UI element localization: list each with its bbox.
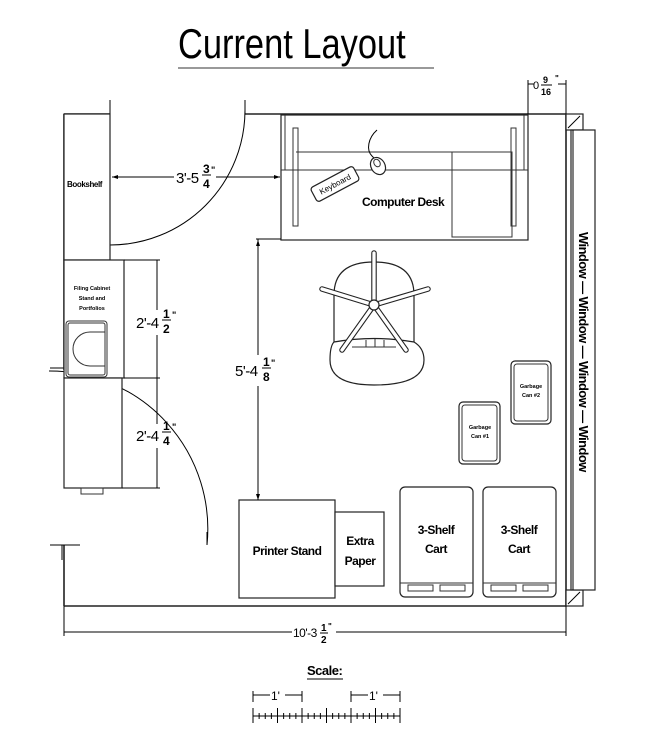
svg-text:2'-4: 2'-4 <box>136 428 159 445</box>
scale-label: Scale: <box>307 663 342 678</box>
svg-text:16: 16 <box>541 87 551 97</box>
cart-1: 3-Shelf Cart <box>399 486 474 598</box>
cart-1-label-1: 3-Shelf <box>418 523 456 537</box>
garbage-can-2: Garbage Can #2 <box>510 360 552 425</box>
svg-text:8: 8 <box>263 370 270 384</box>
door-swing-top <box>109 109 246 246</box>
cart-2-label-2: Cart <box>508 542 531 556</box>
svg-text:1: 1 <box>321 623 327 634</box>
scale-segment-label-2: 1' <box>369 689 378 703</box>
svg-text:4: 4 <box>203 177 210 191</box>
dim-desk-clearance: 3'-5 3 4 " <box>112 162 280 191</box>
svg-text:0: 0 <box>533 80 539 92</box>
svg-text:5'-4: 5'-4 <box>235 363 258 380</box>
svg-text:1: 1 <box>263 355 270 369</box>
svg-text:": " <box>328 622 332 631</box>
filing-cabinet: Filing Cabinet Stand and Portfolios <box>63 259 125 385</box>
printer-stand: Printer Stand <box>238 499 336 599</box>
dim-lower-cabinet: 2'-4 1 4 " <box>122 378 176 489</box>
svg-text:2: 2 <box>163 322 170 336</box>
filing-cabinet-label-1: Filing Cabinet <box>74 286 111 292</box>
svg-text:1: 1 <box>163 419 170 433</box>
svg-text:9: 9 <box>543 75 548 85</box>
garbage-can-1-label-2: Can #1 <box>471 434 489 440</box>
dim-room-width: 10'-3 1 2 " <box>63 606 567 646</box>
svg-text:10'-3: 10'-3 <box>293 626 318 640</box>
dim-filing-cabinet: 2'-4 1 2 " <box>124 259 176 379</box>
cart-2: 3-Shelf Cart <box>482 486 557 598</box>
svg-text:": " <box>555 74 559 83</box>
cart-1-label-2: Cart <box>425 542 448 556</box>
garbage-can-1-label-1: Garbage <box>469 425 491 431</box>
svg-text:": " <box>172 310 176 320</box>
svg-text:2: 2 <box>321 635 327 646</box>
window: Window — Window — Window — Window <box>565 113 596 607</box>
scale-segment-label-1: 1' <box>271 689 280 703</box>
svg-text:": " <box>172 422 176 432</box>
dim-desk-to-printer: 5'-4 1 8 " <box>235 238 281 500</box>
garbage-can-2-label-1: Garbage <box>520 384 542 390</box>
garbage-can-2-label-2: Can #2 <box>522 393 540 399</box>
extra-paper-label-2: Paper <box>345 554 377 568</box>
svg-text:": " <box>271 358 275 368</box>
cart-2-label-1: 3-Shelf <box>501 523 539 537</box>
svg-text:": " <box>211 165 215 175</box>
page-title: Current Layout <box>178 21 406 68</box>
printer-stand-label: Printer Stand <box>253 544 322 558</box>
svg-text:1: 1 <box>163 307 170 321</box>
extra-paper-label-1: Extra <box>346 534 374 548</box>
window-label: Window — Window — Window — Window <box>576 232 591 473</box>
lower-cabinet <box>63 377 123 495</box>
computer-desk: Computer Desk Keyboard <box>280 114 529 241</box>
office-chair <box>319 250 431 386</box>
svg-text:3'-5: 3'-5 <box>176 170 199 187</box>
filing-cabinet-label-2: Stand and <box>79 296 106 302</box>
svg-text:4: 4 <box>163 434 170 448</box>
bookshelf: Bookshelf <box>63 113 111 261</box>
mouse <box>368 129 387 176</box>
garbage-can-1: Garbage Can #1 <box>458 401 501 465</box>
keyboard: Keyboard <box>310 166 360 202</box>
extra-paper: Extra Paper <box>334 511 385 587</box>
scale-bar: Scale: 1' 1' <box>252 663 401 723</box>
dim-wall-offset: 0 9 16 " <box>527 74 567 114</box>
svg-text:3: 3 <box>203 162 210 176</box>
svg-text:2'-4: 2'-4 <box>136 315 159 332</box>
filing-cabinet-label-3: Portfolios <box>79 306 105 312</box>
bookshelf-label: Bookshelf <box>67 180 103 189</box>
computer-desk-label: Computer Desk <box>362 195 445 209</box>
